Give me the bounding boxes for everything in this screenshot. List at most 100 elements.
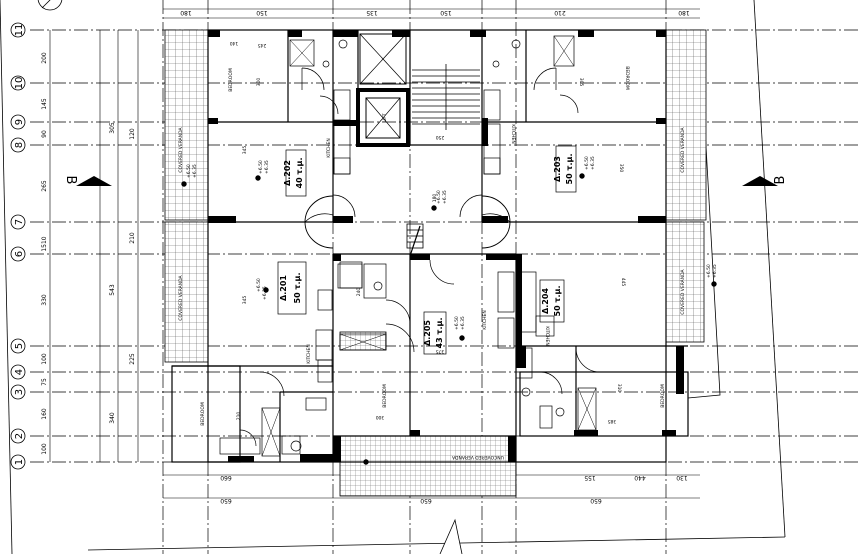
room-label-bedroom: BEDROOM [200, 402, 206, 426]
room-label-bedroom: BEDROOM [660, 384, 666, 408]
dim-text: 650 [220, 497, 232, 504]
apartment-a202-area: 40 τ.μ. [295, 158, 304, 189]
lift-pit-top [359, 33, 407, 85]
dim-text: 440 [634, 474, 646, 481]
apartment-a204-name: Δ.204 [541, 288, 550, 314]
room-labels: BEDROOM BEDROOM BEDROOM BEDROOM BEDROOM … [200, 66, 666, 426]
svg-text:250: 250 [436, 134, 445, 140]
stair-lower-tiles [339, 331, 387, 351]
axis-bubble-5 [10, 338, 26, 354]
dimension-texts-bottom: 660 650 650 650 155 440 130 [220, 474, 688, 504]
north-arrow-icon [37, 0, 463, 554]
apartment-a202-name: Δ.202 [283, 160, 292, 186]
dim-text: 100 [41, 353, 48, 365]
axis-label: 8 [14, 142, 25, 148]
axis-label: 1 [14, 459, 25, 465]
axis-bubble-3 [10, 384, 26, 400]
dim-text: 210 [129, 232, 136, 244]
doors [239, 67, 601, 447]
fixtures [219, 35, 597, 457]
svg-text:COVERED VERANDA: COVERED VERANDA [178, 126, 184, 172]
uncovered-veranda [339, 435, 517, 497]
svg-text:+6.35: +6.35 [590, 156, 596, 170]
svg-text:+6.35: +6.35 [442, 190, 448, 204]
axis-bubble-2 [10, 428, 26, 444]
axis-bubble-6 [10, 246, 26, 262]
svg-text:+6.35: +6.35 [460, 316, 466, 330]
axis-label: 7 [14, 219, 25, 225]
svg-text:+6.35: +6.35 [192, 164, 198, 178]
dim-text: 130 [676, 474, 688, 481]
apartment-a203-area: 50 τ.μ. [565, 154, 574, 185]
dim-text: 75 [41, 378, 48, 386]
svg-text:345: 345 [242, 146, 248, 155]
shower-cross [553, 35, 575, 67]
svg-text:COVERED VERANDA: COVERED VERANDA [178, 274, 184, 320]
axis-label: 10 [14, 77, 25, 90]
svg-text:+6.50: +6.50 [186, 164, 192, 178]
shower-cross [289, 39, 315, 67]
svg-text:180: 180 [432, 194, 438, 203]
svg-text:375: 375 [436, 348, 445, 354]
dim-text: 155 [584, 474, 596, 481]
dim-text: 180 [180, 9, 192, 16]
svg-text:240: 240 [356, 288, 362, 297]
dimension-lines-left [49, 30, 139, 462]
svg-text:+6.50: +6.50 [436, 190, 442, 204]
axis-bubble-9 [10, 114, 26, 130]
dim-text: 340 [109, 412, 116, 424]
dimension-lines-top-bottom [163, 8, 700, 499]
svg-text:+6.50: +6.50 [256, 278, 262, 292]
stair-treads [412, 64, 480, 130]
svg-text:+6.35: +6.35 [712, 264, 718, 278]
svg-text:+6.50: +6.50 [706, 264, 712, 278]
axis-label: 9 [14, 119, 25, 125]
svg-text:305: 305 [578, 78, 584, 87]
dim-text: 330 [41, 294, 48, 306]
axis-label: 5 [14, 343, 25, 349]
core [356, 33, 480, 147]
covered-veranda-right-top [665, 29, 707, 221]
section-marker-left: B [63, 176, 112, 186]
svg-text:245: 245 [258, 42, 267, 48]
apartment-a205-name: Δ.205 [423, 320, 432, 346]
dim-text: 543 [109, 284, 116, 296]
svg-text:+6.50: +6.50 [584, 156, 590, 170]
dim-text: 210 [554, 9, 566, 16]
axis-bubble-11 [10, 22, 26, 38]
apartment-a205-area: 43 τ.μ. [435, 318, 444, 349]
dim-text: 660 [220, 474, 232, 481]
svg-text:300: 300 [376, 414, 385, 420]
site-boundary [0, 0, 786, 554]
room-label-kitchen: KITCHEN [510, 124, 516, 144]
svg-text:UNCOVERED VERANDA: UNCOVERED VERANDA [451, 454, 504, 460]
axis-bubble-7 [10, 214, 26, 230]
svg-text:COVERED VERANDA: COVERED VERANDA [680, 126, 686, 172]
dim-text: 305 [109, 122, 116, 134]
interior-walls [171, 29, 689, 463]
axis-bubble-4 [10, 364, 26, 380]
svg-text:COVERED VERANDA: COVERED VERANDA [680, 268, 686, 314]
axis-label: 3 [14, 389, 25, 395]
svg-text:+6.35: +6.35 [264, 160, 270, 174]
axis-bubbles [10, 22, 26, 470]
dim-text: 160 [41, 408, 48, 420]
apartment-a201-name: Δ.201 [279, 275, 288, 301]
dim-text: 120 [129, 128, 136, 140]
svg-text:345: 345 [242, 296, 248, 305]
svg-text:310: 310 [616, 384, 622, 393]
axis-labels: 11 10 9 8 7 6 5 4 3 2 1 [14, 24, 25, 466]
section-marker-right: B [742, 176, 788, 186]
svg-text:+6.50: +6.50 [454, 316, 460, 330]
axis-bubble-8 [10, 137, 26, 153]
dim-text: 135 [366, 9, 378, 16]
dim-text: 100 [41, 443, 48, 455]
level-markers [181, 173, 717, 465]
svg-text:+6.35: +6.35 [262, 286, 268, 300]
verandas [164, 29, 707, 497]
apartment-a203-name: Δ.203 [553, 156, 562, 182]
lift-label: LIFT [382, 113, 388, 122]
axis-label: 11 [14, 24, 25, 37]
svg-text:300: 300 [256, 78, 262, 87]
